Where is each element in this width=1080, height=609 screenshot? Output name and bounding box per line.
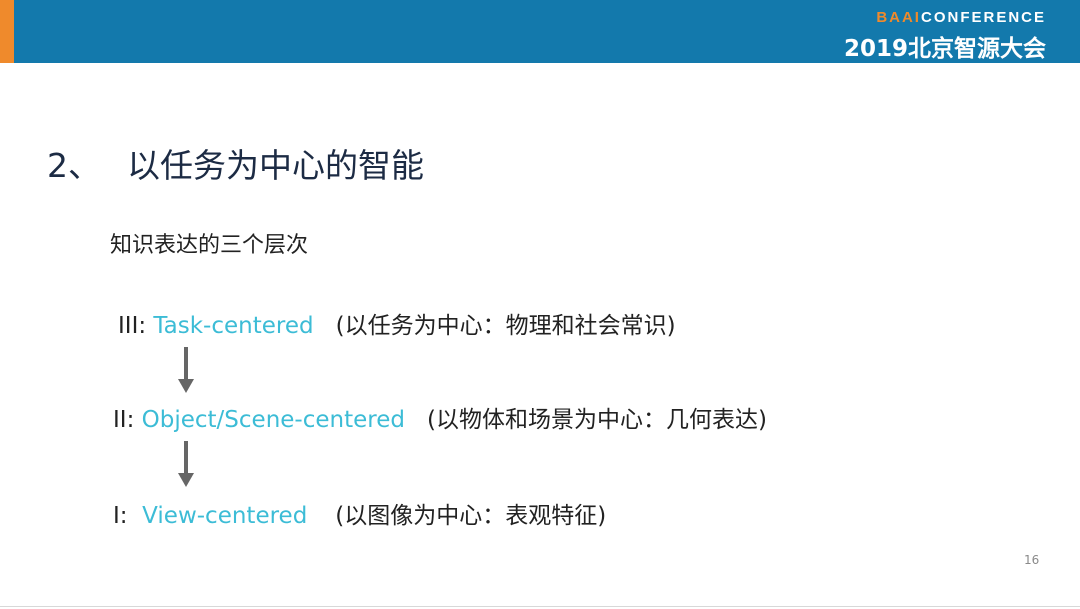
brand-prefix: BAAI: [876, 9, 921, 26]
level-label: I:: [113, 503, 128, 529]
header-bar: BAAICONFERENCE 2019北京智源大会: [0, 0, 1080, 63]
brand-suffix: CONFERENCE: [920, 9, 1046, 26]
level-name: Task-centered: [153, 313, 314, 339]
page-number: 16: [1024, 553, 1040, 567]
event-title: 2019北京智源大会: [843, 36, 1046, 62]
level-label: II:: [113, 407, 135, 433]
level-name: Object/Scene-centered: [141, 407, 405, 433]
slide-title-number: 2、: [47, 146, 101, 185]
bottom-divider: [0, 606, 1080, 607]
down-arrow-icon: [178, 441, 194, 487]
slide-title: 2、以任务为中心的智能: [47, 139, 424, 187]
level-object-scene-centered: II: Object/Scene-centered (以物体和场景为中心：几何表达…: [113, 400, 767, 434]
level-description: (以任务为中心：物理和社会常识): [335, 313, 676, 339]
brand-logo: BAAICONFERENCE: [876, 9, 1046, 26]
slide-subtitle: 知识表达的三个层次: [110, 233, 309, 258]
level-view-centered: I: View-centered (以图像为中心：表观特征): [113, 496, 606, 530]
down-arrow-icon: [178, 347, 194, 393]
header-accent-stripe: [0, 0, 14, 63]
slide-title-text: 以任务为中心的智能: [127, 146, 424, 185]
level-label: III:: [118, 313, 147, 339]
level-description: (以图像为中心：表观特征): [335, 503, 607, 529]
level-description: (以物体和场景为中心：几何表达): [426, 407, 767, 433]
level-name: View-centered: [142, 503, 308, 529]
level-task-centered: III: Task-centered (以任务为中心：物理和社会常识): [118, 306, 676, 340]
